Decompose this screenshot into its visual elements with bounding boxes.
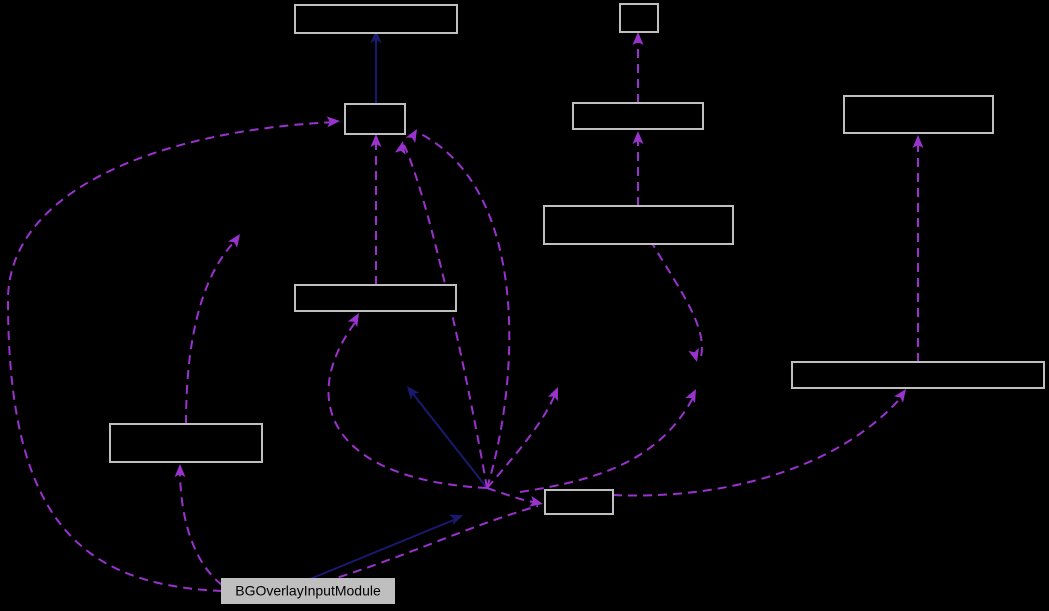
edge-usage xyxy=(418,132,511,489)
node-rect[interactable] xyxy=(543,205,734,245)
node-rect[interactable] xyxy=(294,284,457,312)
arrowhead-usage xyxy=(632,131,644,144)
arrowhead-usage xyxy=(228,234,240,248)
node-box[interactable] xyxy=(344,103,406,135)
arrowhead-usage xyxy=(370,134,382,147)
edges-layer xyxy=(6,40,919,592)
edge-usage xyxy=(403,144,488,489)
node-box[interactable] xyxy=(843,95,994,134)
arrowhead-usage xyxy=(326,116,340,128)
edge-inheritance xyxy=(309,516,462,580)
node-rect[interactable] xyxy=(572,102,704,130)
arrowhead-usage xyxy=(394,141,406,155)
arrowhead-usage xyxy=(688,348,699,362)
node-label: BGOverlayInputModule xyxy=(235,583,381,599)
node-rect[interactable] xyxy=(221,578,395,604)
arrowhead-usage xyxy=(405,129,417,144)
arrowhead-inheritance xyxy=(448,514,463,525)
node-rect[interactable] xyxy=(544,489,614,515)
node-box[interactable] xyxy=(791,361,1045,389)
node-rect[interactable] xyxy=(619,3,659,33)
node-rect[interactable] xyxy=(843,95,994,134)
edge-usage xyxy=(612,393,905,497)
edge-inheritance xyxy=(409,389,488,489)
arrowhead-inheritance xyxy=(407,386,420,400)
node-box[interactable] xyxy=(544,489,614,515)
node-box[interactable] xyxy=(619,3,659,33)
edge-usage xyxy=(519,395,695,493)
node-rect[interactable] xyxy=(344,103,406,135)
node-box[interactable] xyxy=(543,205,734,245)
edge-usage xyxy=(179,469,223,586)
arrowheads-layer xyxy=(174,30,924,525)
node-box[interactable] xyxy=(294,284,457,312)
node-box[interactable] xyxy=(109,423,263,463)
edge-usage xyxy=(649,239,703,361)
arrowhead-usage xyxy=(529,495,543,507)
edge-usage xyxy=(486,391,557,489)
arrowhead-usage xyxy=(912,135,924,148)
edge-usage xyxy=(309,505,539,587)
arrowhead-usage xyxy=(547,387,558,402)
arrowhead-usage xyxy=(685,389,696,404)
arrowhead-usage xyxy=(174,464,186,477)
node-box[interactable] xyxy=(294,4,458,34)
edge-usage xyxy=(185,237,239,425)
edge-usage xyxy=(327,319,488,489)
arrowhead-usage xyxy=(632,32,644,45)
arrowhead-usage xyxy=(347,313,359,328)
nodes-layer: BGOverlayInputModule xyxy=(109,3,1045,604)
edge-usage xyxy=(486,487,539,504)
node-rect[interactable] xyxy=(791,361,1045,389)
node-box[interactable] xyxy=(572,102,704,130)
arrowhead-inheritance xyxy=(370,30,382,43)
node-bgoverlayinputmodule[interactable]: BGOverlayInputModule xyxy=(221,578,395,604)
edge-usage xyxy=(6,121,337,592)
node-rect[interactable] xyxy=(294,4,458,34)
node-rect[interactable] xyxy=(109,423,263,463)
arrowhead-usage xyxy=(894,389,906,403)
